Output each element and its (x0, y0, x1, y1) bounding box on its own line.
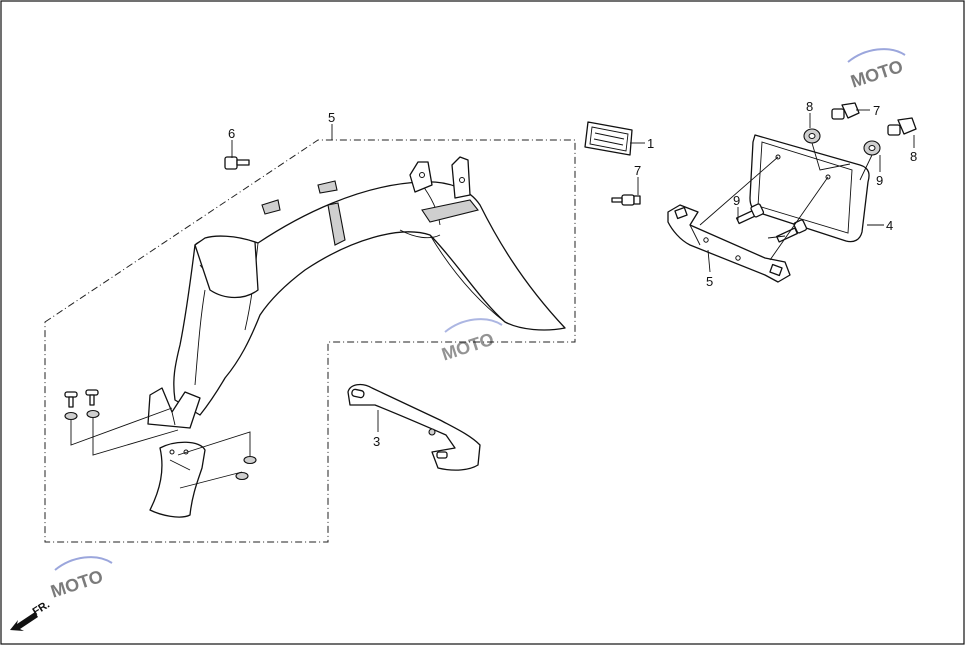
callout-7: 7 (873, 103, 880, 118)
watermark-logo: MOTO (48, 556, 113, 602)
rivets (64, 389, 257, 481)
callout-1: 1 (647, 136, 654, 151)
svg-text:MOTO: MOTO (439, 329, 496, 365)
callout-4: 4 (886, 218, 893, 233)
callout-8: 8 (806, 99, 813, 114)
bolt-9-a (735, 203, 765, 225)
svg-text:MOTO: MOTO (848, 56, 905, 92)
reflector (584, 121, 633, 156)
callout-5: 5 (328, 110, 335, 125)
callout-7: 8 (910, 149, 917, 164)
watermark-logo: MOTO (847, 48, 906, 92)
rear-fender (147, 156, 566, 429)
front-arrow-icon (10, 612, 38, 631)
bolt-7-a (831, 102, 860, 120)
callout-6: 7 (634, 163, 641, 178)
washer-8-b (863, 140, 881, 156)
bracket-part-5 (667, 204, 791, 283)
bolt-6-right (611, 194, 641, 206)
callout-6: 6 (228, 126, 235, 141)
bracket-part-3 (347, 383, 481, 471)
callout-3: 3 (373, 434, 380, 449)
mudflap (149, 441, 206, 518)
washer-8-a (803, 128, 821, 144)
callout-8: 9 (876, 173, 883, 188)
assembly-boundary (44, 139, 576, 543)
callout-9: 9 (733, 193, 740, 208)
front-direction-indicator: FR. (10, 599, 52, 631)
watermark-logo: MOTO (439, 318, 503, 365)
svg-text:MOTO: MOTO (48, 566, 105, 602)
callout-5: 5 (706, 274, 713, 289)
bolt-6-left (224, 156, 250, 170)
bolt-7-b (887, 117, 917, 136)
license-plate-frame (749, 134, 870, 243)
